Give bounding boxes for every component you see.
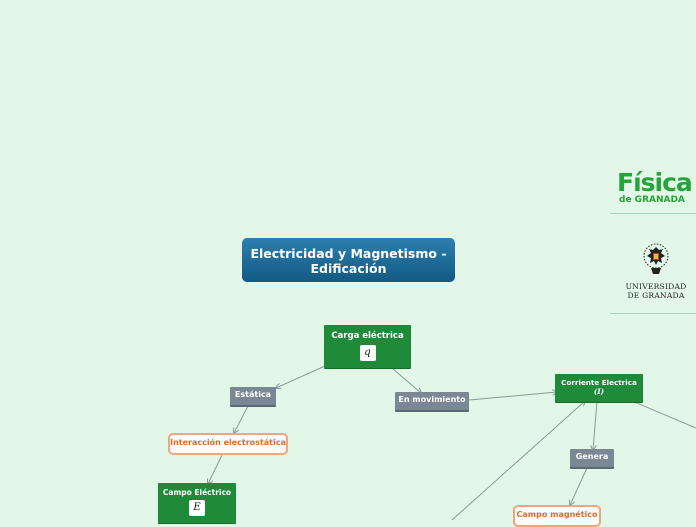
campo-electrico-label: Campo Eléctrico bbox=[162, 488, 232, 497]
link-estatica-interaccion bbox=[234, 405, 249, 433]
corriente-label: Corriente Electrica bbox=[561, 378, 637, 387]
central-topic-label: Electricidad y Magnetismo - Edificación bbox=[250, 246, 447, 276]
genera-label: Genera bbox=[575, 452, 609, 461]
fisica-de-granada-logo: Física de GRANADA bbox=[617, 168, 695, 206]
link-corriente-right bbox=[631, 400, 696, 429]
topic-en-movimiento[interactable]: En movimiento bbox=[395, 392, 469, 412]
campo-electrico-formula: E bbox=[189, 500, 205, 516]
link-lower-to-corriente bbox=[451, 401, 585, 520]
topic-estatica[interactable]: Estática bbox=[230, 387, 276, 407]
link-movimiento-corriente bbox=[468, 392, 557, 401]
topic-interaccion-electrostatica[interactable]: Interacción electrostática bbox=[168, 433, 288, 455]
interaccion-label: Interacción electrostática bbox=[170, 438, 286, 447]
universidad-granada-logo: UNIVERSIDAD DE GRANADA bbox=[618, 242, 694, 304]
logo-divider-2 bbox=[610, 313, 696, 314]
topic-genera[interactable]: Genera bbox=[570, 449, 614, 469]
fisica-logo-sub: de GRANADA bbox=[619, 195, 685, 205]
central-topic[interactable]: Electricidad y Magnetismo - Edificación bbox=[242, 238, 455, 282]
carga-label: Carga eléctrica bbox=[331, 331, 404, 341]
carga-formula: q bbox=[359, 345, 376, 361]
topic-corriente-electrica[interactable]: Corriente Electrica (I) bbox=[555, 374, 643, 402]
topic-campo-electrico[interactable]: Campo Eléctrico E bbox=[158, 483, 236, 523]
link-carga-movimiento bbox=[392, 368, 421, 393]
topic-campo-magnetico[interactable]: Campo magnético bbox=[513, 505, 601, 527]
topic-carga-electrica[interactable]: Carga eléctrica q bbox=[324, 325, 411, 368]
link-corriente-genera bbox=[593, 400, 598, 450]
ugr-crest-icon bbox=[643, 243, 669, 274]
ugr-line2: DE GRANADA bbox=[627, 291, 685, 300]
link-carga-estatica bbox=[276, 365, 326, 388]
fisica-logo-main: Física bbox=[617, 168, 693, 197]
corriente-symbol: (I) bbox=[593, 386, 605, 396]
logo-divider bbox=[610, 213, 696, 214]
link-genera-campomag bbox=[570, 467, 588, 505]
estatica-label: Estática bbox=[234, 390, 272, 399]
movimiento-label: En movimiento bbox=[398, 395, 466, 404]
link-interaccion-campo bbox=[208, 454, 223, 484]
ugr-line1: UNIVERSIDAD bbox=[625, 282, 687, 291]
campo-magnetico-label: Campo magnético bbox=[516, 510, 598, 519]
